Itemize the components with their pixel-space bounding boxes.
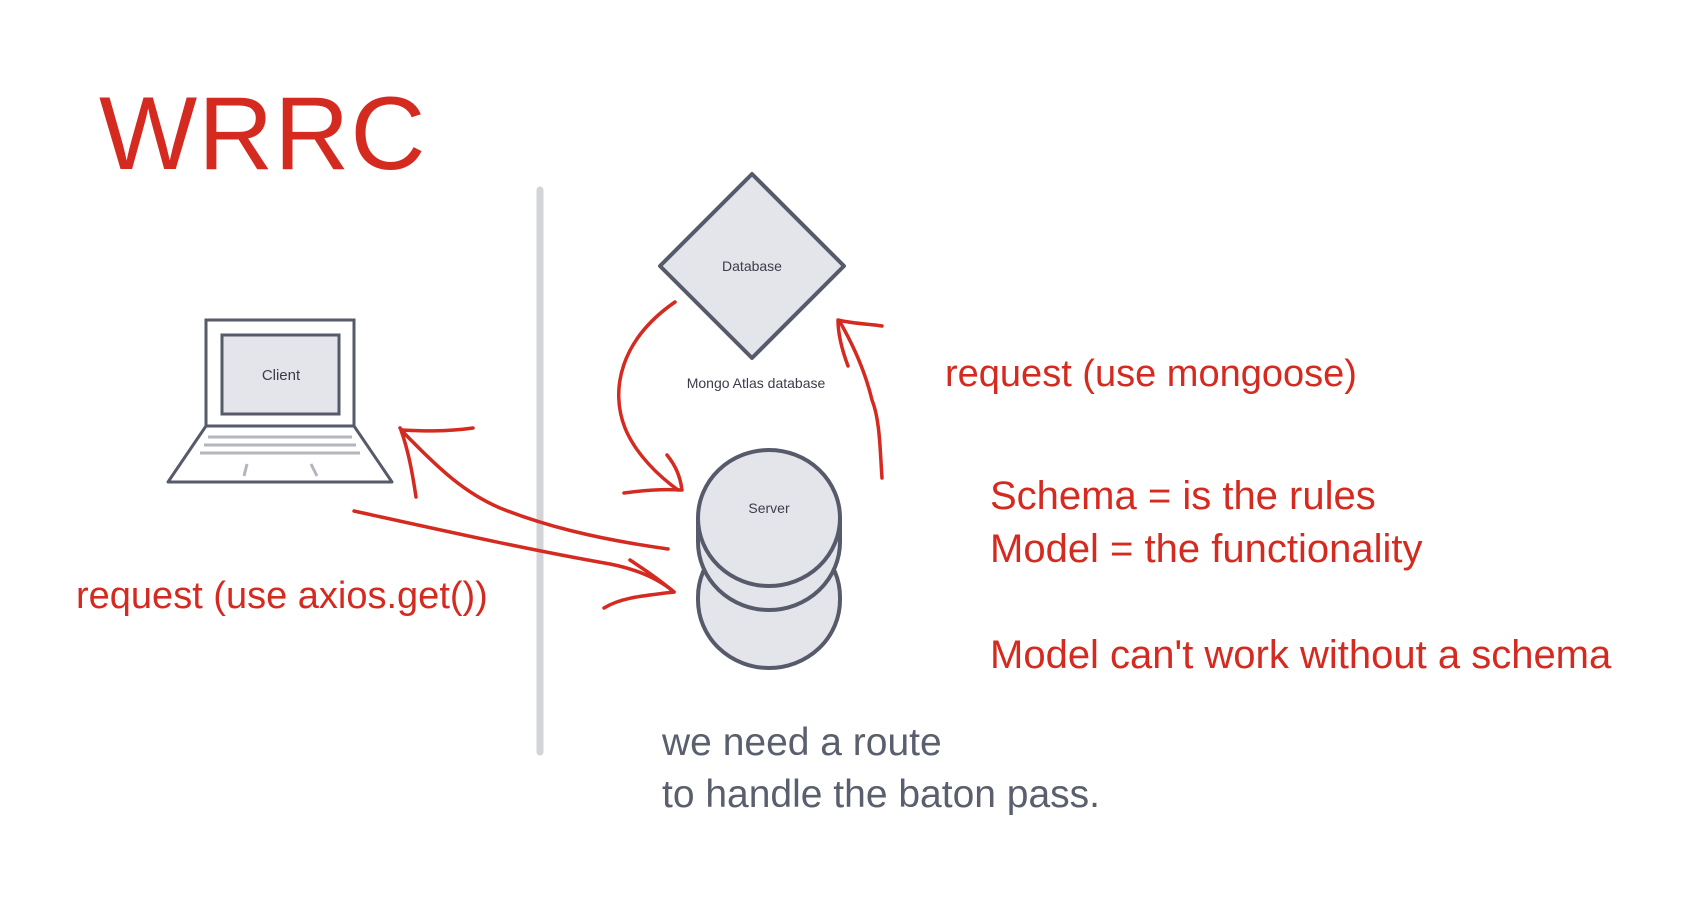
request-arrowhead (602, 558, 676, 610)
model-definition: Model = the functionality (990, 527, 1423, 571)
database-caption: Mongo Atlas database (687, 375, 826, 391)
trackpad-mark (309, 463, 319, 477)
server-cylinder: Server (696, 448, 842, 670)
laptop-screen (220, 333, 341, 416)
route-note-line-2: to handle the baton pass. (662, 773, 1101, 816)
database-request-annotation: request (use mongoose) (945, 353, 1357, 395)
server-label: Server (748, 500, 790, 516)
trackpad-mark (242, 463, 249, 477)
page-title: WRRC (99, 76, 427, 192)
request-arrow (352, 509, 676, 594)
client-label: Client (262, 367, 301, 384)
client-laptop: Client (166, 318, 394, 484)
schema-definition: Schema = is the rules (990, 474, 1376, 518)
database-diamond: Database Mongo Atlas database (658, 172, 846, 391)
annotation-arrows (352, 300, 884, 610)
response-arrowhead (399, 426, 475, 499)
client-request-annotation: request (use axios.get()) (76, 575, 488, 617)
model-schema-note: Model can't work without a schema (990, 633, 1612, 677)
db-to-server-arrowhead (622, 453, 684, 495)
database-shape (658, 172, 846, 360)
server-to-db-arrow (838, 320, 884, 480)
route-note-line-1: we need a route (662, 721, 942, 764)
database-label: Database (722, 258, 782, 274)
server-to-db-arrowhead (836, 318, 884, 368)
db-to-server-arrow (617, 300, 680, 492)
response-arrow (398, 426, 670, 551)
server-top-disk (696, 448, 842, 588)
